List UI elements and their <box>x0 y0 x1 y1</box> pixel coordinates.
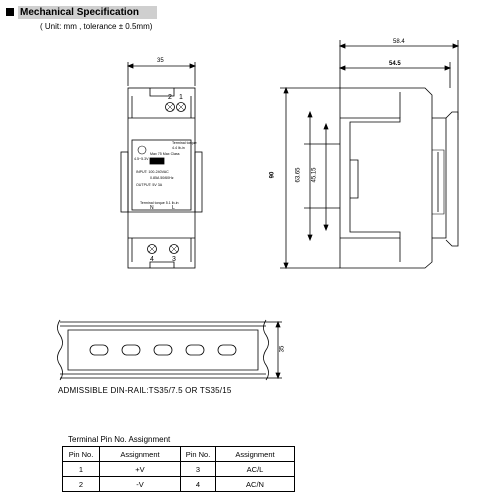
side-dim-63-65: 63.65 <box>295 167 302 183</box>
terminal-letter-n: N <box>150 205 154 211</box>
table-cell: AC/L <box>215 461 295 477</box>
side-dim-54-5: 54.5 <box>389 61 401 67</box>
label-line: 4.5~5.3V <box>134 157 149 161</box>
label-line: Terminal torque <box>172 141 197 145</box>
pin-label-3: 3 <box>172 256 176 263</box>
table-cell: 2 <box>62 476 100 492</box>
terminal-table: Pin No. Assignment Pin No. Assignment 1 … <box>62 446 295 492</box>
label-line: INPUT: 100-240VAC <box>136 170 169 174</box>
label-line: Max 75 Max Class <box>150 152 180 156</box>
front-width-dim: 35 <box>157 58 164 64</box>
table-header: Assignment <box>215 446 295 462</box>
label-line: 4.4 lb-in <box>172 146 185 150</box>
side-dim-45-15: 45.15 <box>311 167 318 183</box>
table-cell: AC/N <box>215 476 295 492</box>
table-cell: -V <box>99 476 181 492</box>
pin-label-1: 1 <box>179 94 183 101</box>
table-header: Assignment <box>99 446 181 462</box>
title-bullet-icon <box>6 8 14 16</box>
front-view <box>120 62 203 269</box>
table-row: 2 -V 4 AC/N <box>62 476 295 492</box>
table-cell: 1 <box>62 461 100 477</box>
side-dim-58-4: 58.4 <box>393 39 405 45</box>
din-rail <box>57 319 282 381</box>
section-title-text: Mechanical Specification <box>18 5 157 19</box>
table-cell: 3 <box>180 461 216 477</box>
rail-label: ADMISSIBLE DIN-RAIL:TS35/7.5 OR TS35/15 <box>58 386 232 395</box>
table-cell: +V <box>99 461 181 477</box>
table-header: Pin No. <box>180 446 216 462</box>
table-row: 1 +V 3 AC/L <box>62 461 295 477</box>
section-title: Mechanical Specification <box>6 5 157 19</box>
side-dim-90: 90 <box>269 171 276 179</box>
rail-height-dim: 35 <box>279 345 286 353</box>
label-line: Terminal torque 5.1 lb-in <box>140 201 179 205</box>
terminal-letter-l: L <box>172 205 175 211</box>
side-view <box>280 40 460 270</box>
pin-label-4: 4 <box>150 256 154 263</box>
label-line: 0.85A 50/60Hz <box>150 176 174 180</box>
table-header: Pin No. <box>62 446 100 462</box>
pin-label-2: 2 <box>168 94 172 101</box>
table-cell: 4 <box>180 476 216 492</box>
table-header-row: Pin No. Assignment Pin No. Assignment <box>62 446 295 462</box>
label-line: OUTPUT: 5V 3A <box>136 183 163 187</box>
terminal-table-title: Terminal Pin No. Assignment <box>68 435 171 444</box>
unit-note: ( Unit: mm , tolerance ± 0.5mm) <box>40 22 153 31</box>
